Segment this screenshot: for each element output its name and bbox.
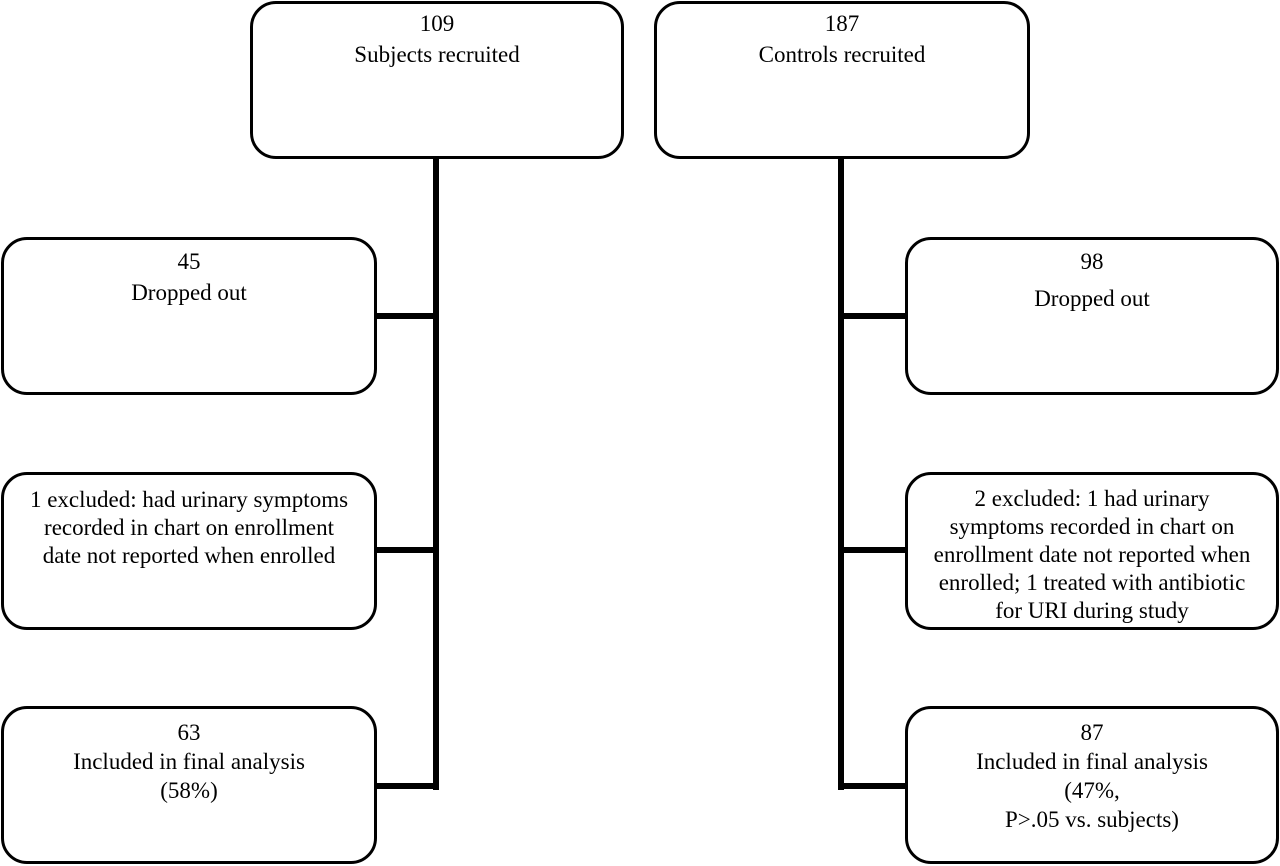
subjects-dropped-label: Dropped out (131, 280, 247, 305)
controls-dropped-box: 98 Dropped out (905, 237, 1279, 395)
controls-excluded-branch (838, 547, 907, 553)
controls-recruited-box: 187 Controls recruited (654, 1, 1030, 159)
subjects-excluded-box: 1 excluded: had urinary symptoms recorde… (1, 472, 377, 630)
subjects-recruited-count: 109 (419, 11, 455, 36)
subjects-recruited-label: Subjects recruited (354, 42, 520, 67)
controls-excluded-box: 2 excluded: 1 had urinary symptoms recor… (905, 472, 1279, 630)
subjects-dropped-branch (375, 313, 439, 319)
subjects-trunk-line (433, 157, 439, 790)
subjects-final-percent: (58%) (160, 778, 218, 803)
controls-final-box: 87 Included in final analysis (47%, P>.0… (905, 706, 1279, 864)
controls-excluded-line: enrollment date not reported when (933, 542, 1251, 567)
controls-recruited-label: Controls recruited (758, 42, 926, 67)
subjects-final-branch (375, 783, 439, 789)
subjects-dropped-count: 45 (177, 249, 201, 274)
subjects-final-count: 63 (177, 720, 201, 745)
subjects-excluded-line: recorded in chart on enrollment (44, 515, 334, 540)
subjects-excluded-line: date not reported when enrolled (42, 543, 336, 568)
controls-final-comparison: P>.05 vs. subjects) (1005, 807, 1179, 832)
subjects-excluded-branch (375, 547, 439, 553)
subjects-final-label: Included in final analysis (73, 749, 305, 774)
controls-recruited-count: 187 (824, 11, 860, 36)
subjects-final-box: 63 Included in final analysis (58%) (1, 706, 377, 864)
controls-dropped-count: 98 (1080, 249, 1104, 274)
controls-final-count: 87 (1080, 720, 1104, 745)
controls-dropped-label: Dropped out (1034, 286, 1150, 311)
controls-excluded-line: enrolled; 1 treated with antibiotic (938, 570, 1246, 595)
controls-excluded-line: for URI during study (995, 598, 1189, 623)
controls-final-label: Included in final analysis (976, 749, 1208, 774)
controls-excluded-line: symptoms recorded in chart on (949, 514, 1235, 539)
controls-dropped-branch (838, 313, 907, 319)
controls-final-percent: (47%, (1064, 778, 1120, 803)
controls-trunk-line (838, 157, 844, 790)
subjects-dropped-box: 45 Dropped out (1, 237, 377, 395)
subjects-recruited-box: 109 Subjects recruited (250, 1, 624, 159)
controls-final-branch (838, 783, 907, 789)
controls-excluded-line: 2 excluded: 1 had urinary (974, 486, 1210, 511)
subjects-excluded-line: 1 excluded: had urinary symptoms (29, 487, 349, 512)
